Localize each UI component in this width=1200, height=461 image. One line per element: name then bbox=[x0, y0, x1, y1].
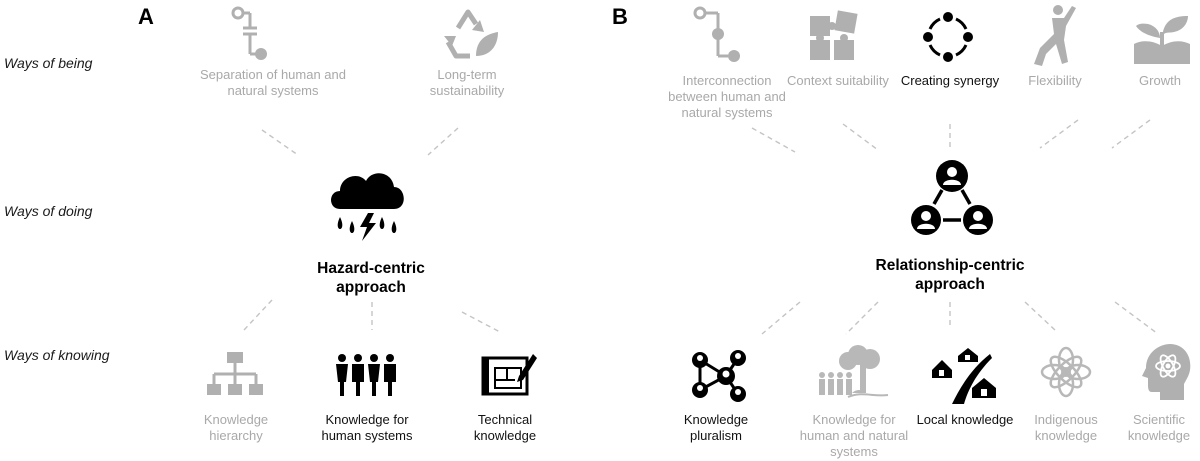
row-label-doing: Ways of doing bbox=[4, 203, 93, 219]
label-knowledge-human-systems: Knowledge for human systems bbox=[321, 412, 413, 443]
houses-road-icon bbox=[932, 348, 996, 404]
label-growth: Growth bbox=[1139, 73, 1181, 88]
head-atom-icon bbox=[1142, 344, 1191, 400]
people-tree-icon bbox=[819, 345, 889, 398]
hazard-centric-title: Hazard-centric approach bbox=[317, 260, 425, 296]
connected-systems-icon bbox=[693, 6, 740, 62]
label-creating-synergy: Creating synergy bbox=[900, 73, 1000, 88]
label-separation: Separation of human and natural systems bbox=[200, 67, 346, 98]
cycle-arrows-icon bbox=[923, 12, 973, 62]
relationship-centric-title: Relationship-centric approach bbox=[875, 257, 1025, 293]
label-local-knowledge: Local knowledge bbox=[916, 412, 1014, 427]
label-scientific-knowledge: Scientific knowledge bbox=[1127, 412, 1191, 443]
sprout-icon bbox=[1134, 16, 1190, 64]
label-knowledge-human-natural: Knowledge for human and natural systems bbox=[799, 412, 909, 459]
people-group-icon bbox=[336, 354, 396, 396]
label-knowledge-pluralism: Knowledge pluralism bbox=[683, 412, 749, 443]
recycle-leaf-icon bbox=[444, 9, 498, 59]
label-interconnection: Interconnection between human and natura… bbox=[668, 73, 786, 120]
blueprint-icon bbox=[481, 354, 537, 396]
relationship-network-icon bbox=[911, 160, 993, 235]
panel-letter-b: B bbox=[612, 4, 628, 29]
row-label-knowing: Ways of knowing bbox=[4, 347, 110, 363]
network-people-icon bbox=[692, 350, 746, 402]
label-sustainability: Long-term sustainability bbox=[429, 67, 505, 98]
yoga-pose-icon bbox=[1034, 5, 1076, 66]
puzzle-icon bbox=[810, 10, 858, 60]
hierarchy-icon bbox=[207, 352, 263, 395]
label-knowledge-hierarchy: Knowledge hierarchy bbox=[203, 412, 269, 443]
label-context-suitability: Context suitability bbox=[787, 73, 889, 88]
mandala-icon bbox=[1040, 346, 1092, 398]
label-technical-knowledge: Technical knowledge bbox=[473, 412, 537, 443]
storm-cloud-icon bbox=[331, 173, 404, 241]
label-indigenous-knowledge: Indigenous knowledge bbox=[1034, 412, 1098, 443]
row-label-being: Ways of being bbox=[4, 55, 93, 71]
panel-letter-a: A bbox=[138, 4, 154, 29]
separated-systems-icon bbox=[231, 6, 267, 60]
label-flexibility: Flexibility bbox=[1028, 73, 1082, 88]
